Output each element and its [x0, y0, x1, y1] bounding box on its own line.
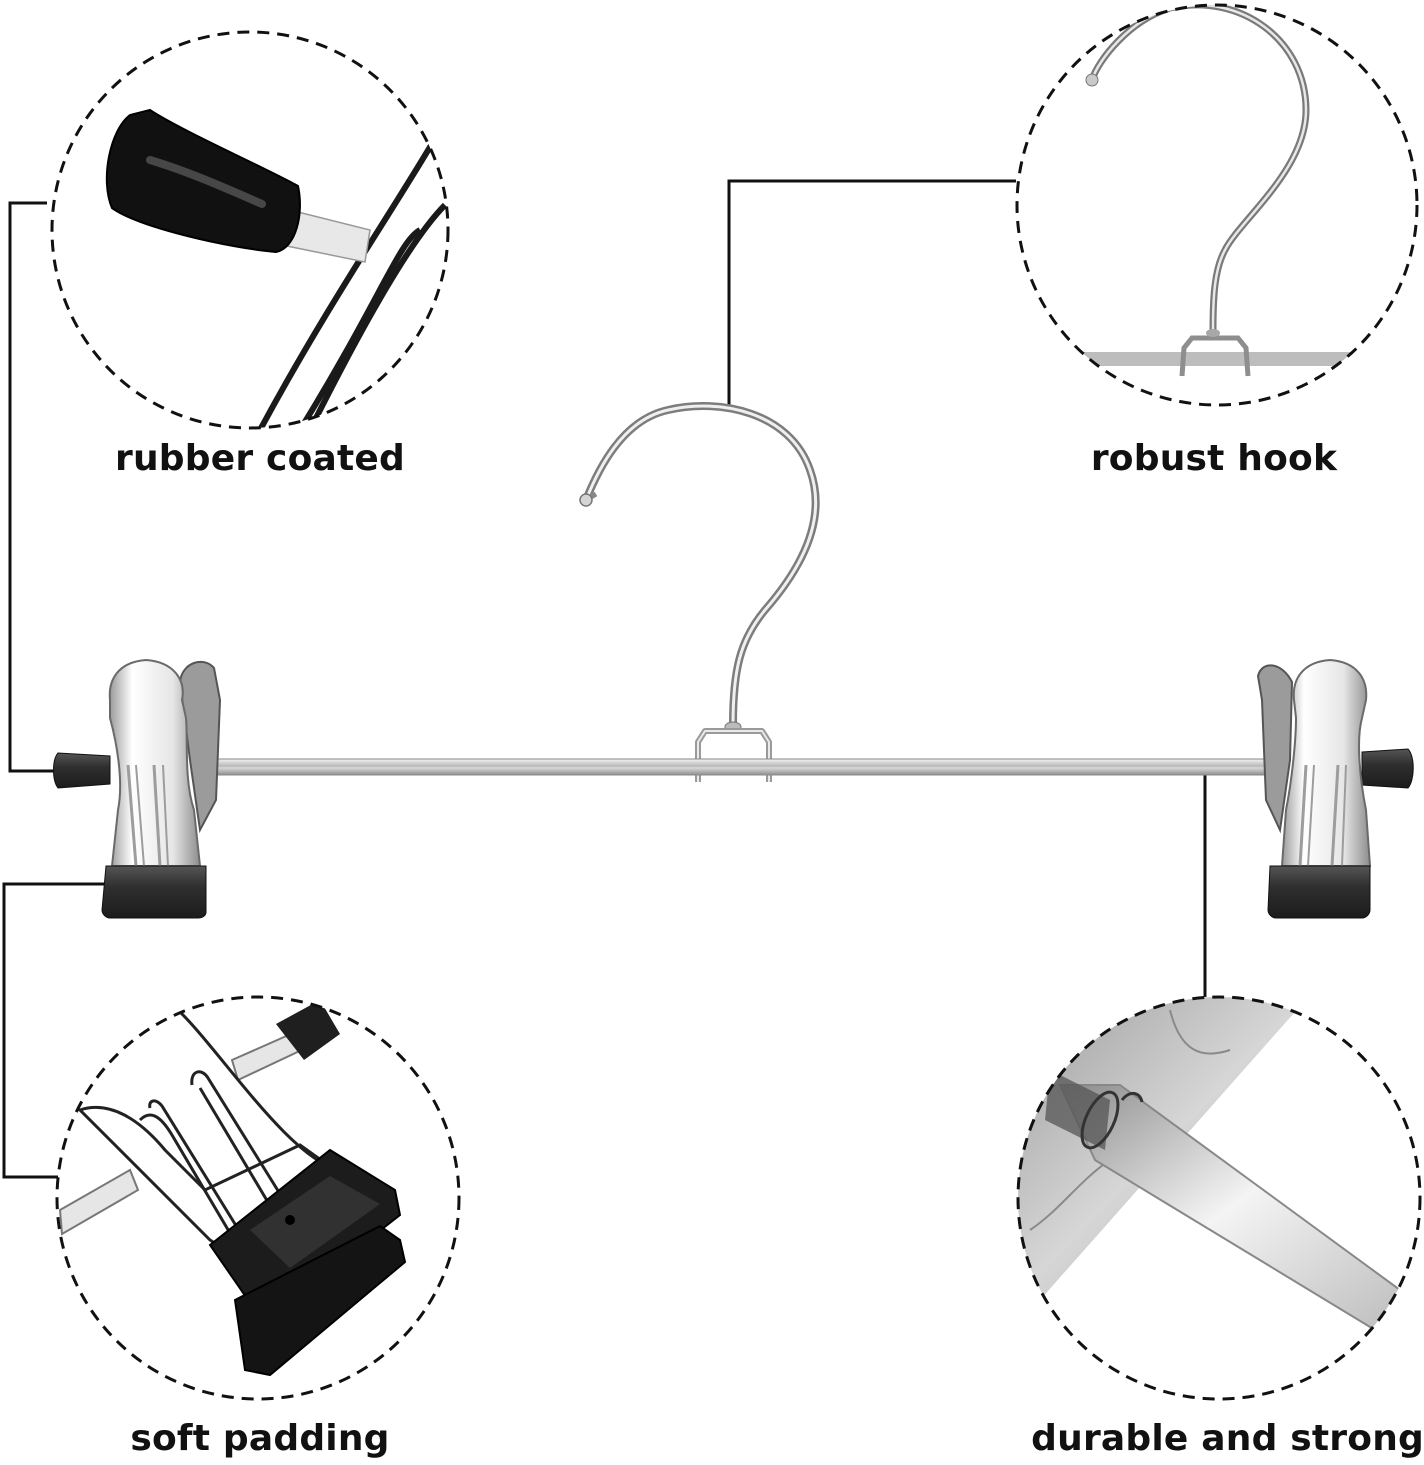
hanger-bar: [194, 758, 1266, 776]
detail-circle-robust-hook: [1015, 3, 1419, 407]
rubber-end-cap-left: [53, 752, 111, 789]
hanger-hook: [582, 402, 820, 729]
left-clip: [53, 658, 222, 919]
rubber-pad-left: [101, 865, 207, 919]
label-soft-padding: soft padding: [130, 1418, 390, 1459]
main-hanger: [53, 402, 1414, 919]
detail-circle-soft-padding: [55, 995, 461, 1401]
right-clip: [1256, 658, 1414, 919]
connector-soft-padding: [2, 882, 110, 1179]
label-durable-and-strong: durable and strong: [1031, 1418, 1424, 1459]
rubber-pad-right: [1267, 865, 1371, 919]
detail-circle-rubber-coated: [50, 30, 450, 430]
hook-tip: [579, 493, 593, 507]
detail-circle-durable-strong: [1016, 995, 1422, 1401]
label-robust-hook: robust hook: [1090, 438, 1338, 479]
rubber-end-cap-right: [1361, 748, 1414, 789]
connector-robust-hook: [727, 179, 1016, 405]
connector-durable-strong: [1203, 765, 1256, 997]
label-rubber-coated: rubber coated: [115, 438, 405, 479]
connector-rubber-coated: [8, 201, 55, 773]
